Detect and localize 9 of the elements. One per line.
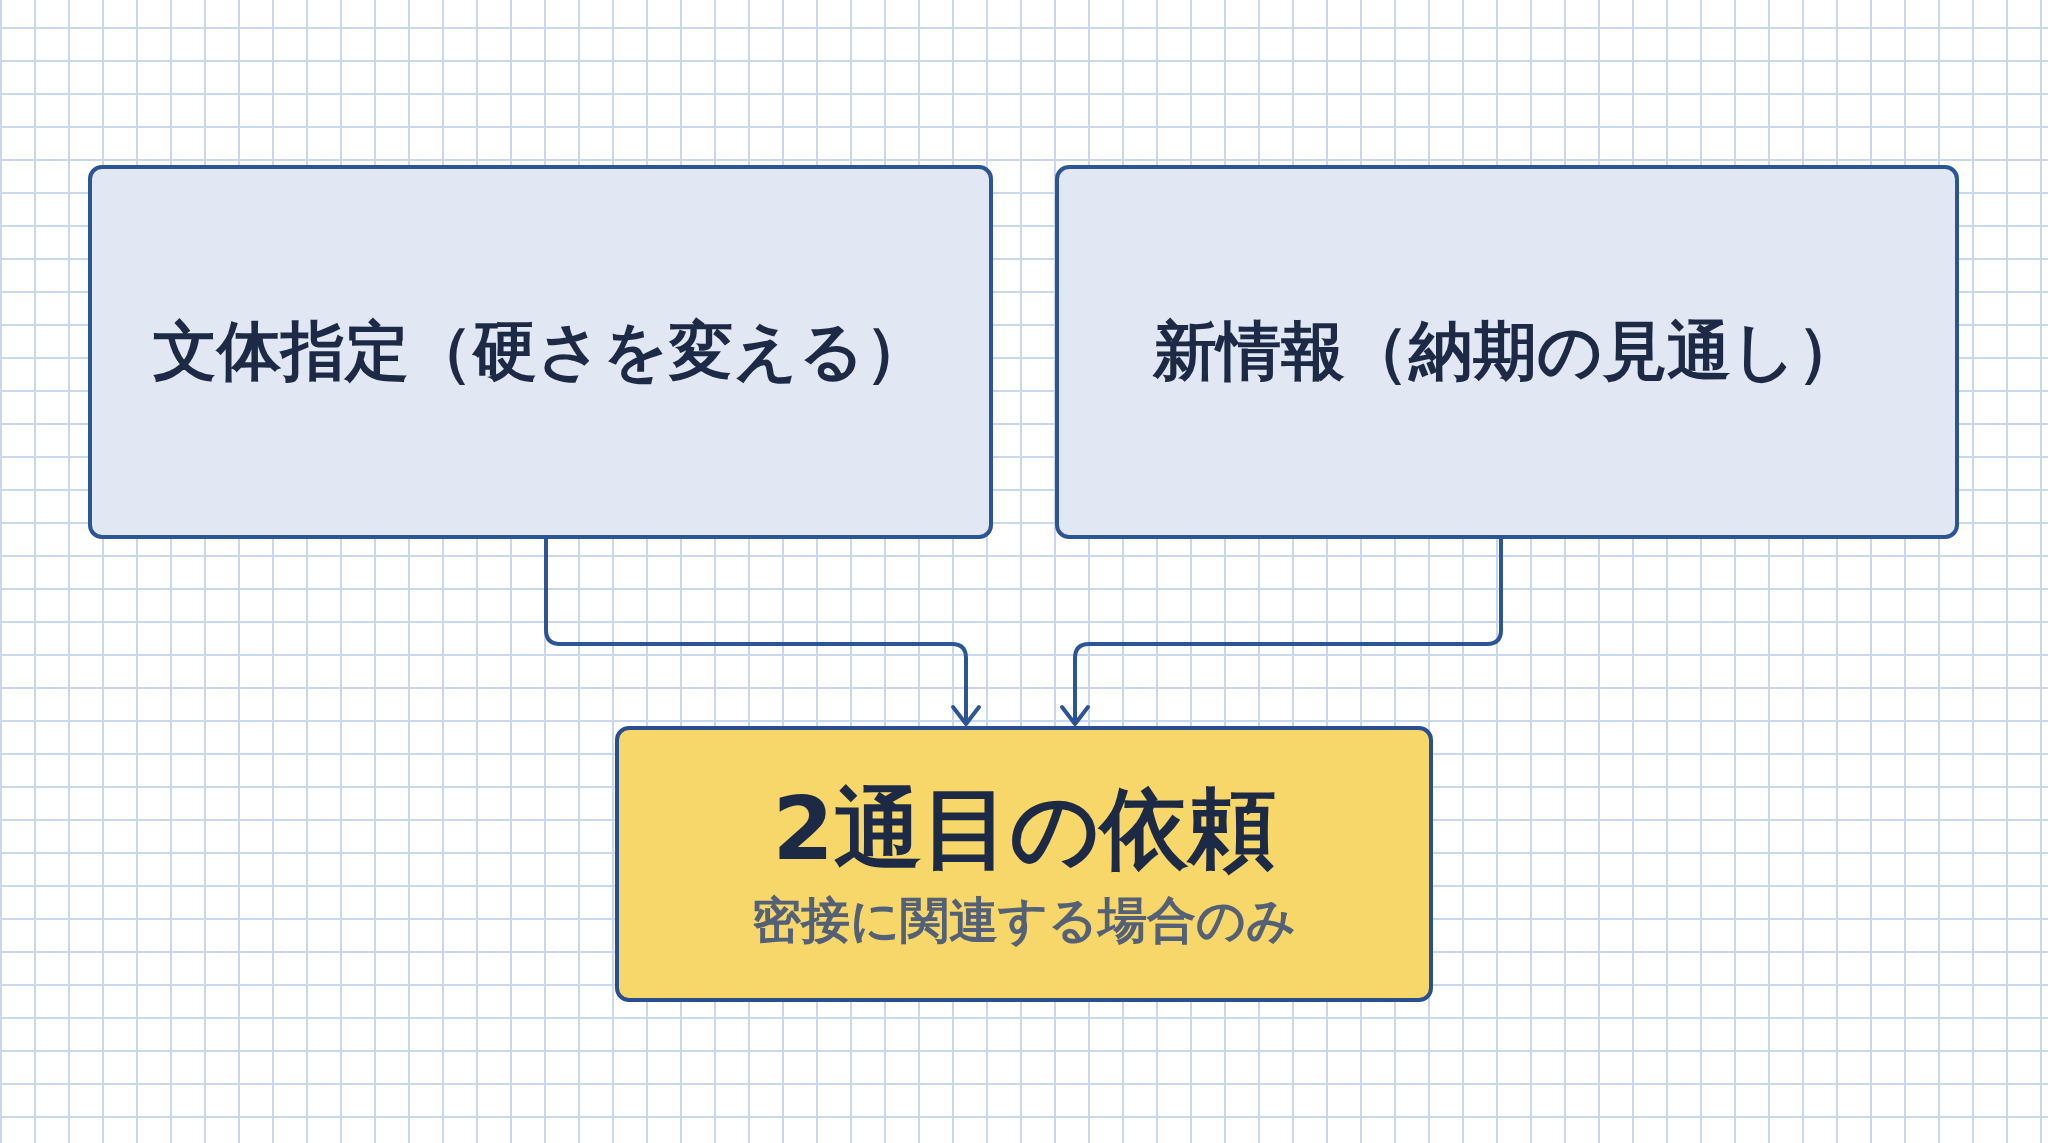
box-label: 文体指定（硬さを変える） (152, 315, 929, 389)
arrow (1060, 539, 1503, 726)
process-box (1055, 165, 1959, 539)
box-subtitle: 密接に関連する場合のみ (752, 893, 1296, 950)
process-box (88, 165, 993, 539)
box-title: 2通目の依頼 (772, 778, 1276, 880)
box-label: 新情報（納期の見通し） (1153, 315, 1861, 389)
arrow (544, 539, 981, 726)
process-box (615, 726, 1433, 1002)
